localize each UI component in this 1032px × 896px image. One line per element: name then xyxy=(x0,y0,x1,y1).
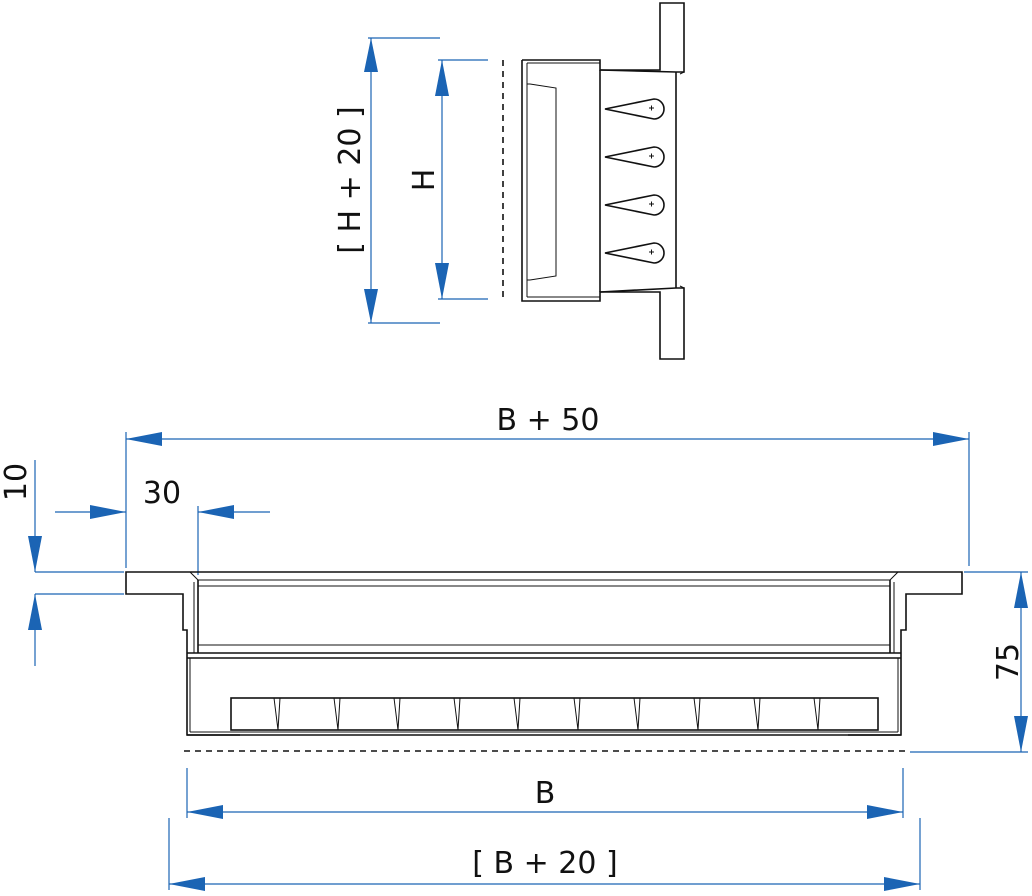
label-b-plus-50: B + 50 xyxy=(497,403,600,438)
dim-seventy-five xyxy=(910,571,1028,753)
slots xyxy=(604,98,665,264)
slot-4 xyxy=(604,242,665,264)
dim-ten xyxy=(28,460,124,666)
label-b: B xyxy=(535,776,556,811)
front-frame xyxy=(125,571,963,736)
label-ten: 10 xyxy=(0,463,34,501)
dim-h-plus-20 xyxy=(364,37,440,324)
label-h-plus-20: [ H + 20 ] xyxy=(333,106,368,253)
slot-3 xyxy=(604,194,665,216)
slot-2 xyxy=(604,146,665,168)
label-b-plus-20: [ B + 20 ] xyxy=(472,846,617,881)
label-seventy-five: 75 xyxy=(991,643,1026,681)
front-view: B + 50 30 10 75 xyxy=(0,403,1028,891)
slot-1 xyxy=(604,98,665,120)
side-channel-profile xyxy=(521,2,685,360)
dim-b-plus-20 xyxy=(168,818,921,891)
dim-h xyxy=(435,59,488,300)
side-view: [ H + 20 ] H xyxy=(333,2,685,360)
label-thirty: 30 xyxy=(143,476,181,511)
dim-b-plus-50 xyxy=(125,432,970,568)
dim-thirty xyxy=(55,505,270,575)
dim-b xyxy=(186,768,904,819)
grating xyxy=(230,697,879,731)
label-h: H xyxy=(407,169,442,192)
